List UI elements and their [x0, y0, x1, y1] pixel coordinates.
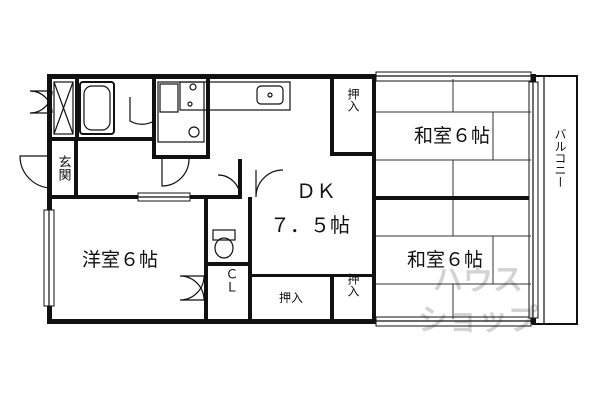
yoshitsu-label: 洋室６帖 [82, 249, 158, 271]
toilet [212, 229, 236, 259]
tatami-bottom [376, 200, 531, 319]
oshiire-low-label: 押入 [346, 273, 360, 297]
bathtub [79, 81, 115, 135]
svg-text:ショップ: ショップ [418, 303, 539, 338]
washitsu-bottom-label: 和室６帖 [407, 249, 483, 271]
doors [19, 90, 284, 301]
oshiire-mid-label: 押入 [279, 291, 303, 305]
washitsu-top-label: 和室６帖 [414, 125, 490, 147]
tatami-top [376, 79, 531, 196]
watermark-logo: ハウス ショップ [418, 263, 539, 338]
cl-label: ＣＬ [223, 267, 238, 293]
genkan-label: 玄関 [56, 155, 72, 182]
balcony [532, 75, 578, 325]
dk-size-label: ７．５帖 [270, 213, 350, 237]
svg-text:ハウス: ハウス [433, 263, 523, 298]
washer-space [53, 81, 74, 135]
dk-label: ＤＫ [296, 179, 336, 203]
balcony-label: バルコニー [553, 128, 567, 188]
oshiire-top-label: 押入 [346, 88, 360, 112]
interior-walls [52, 79, 531, 319]
kitchen-counter [157, 81, 291, 143]
